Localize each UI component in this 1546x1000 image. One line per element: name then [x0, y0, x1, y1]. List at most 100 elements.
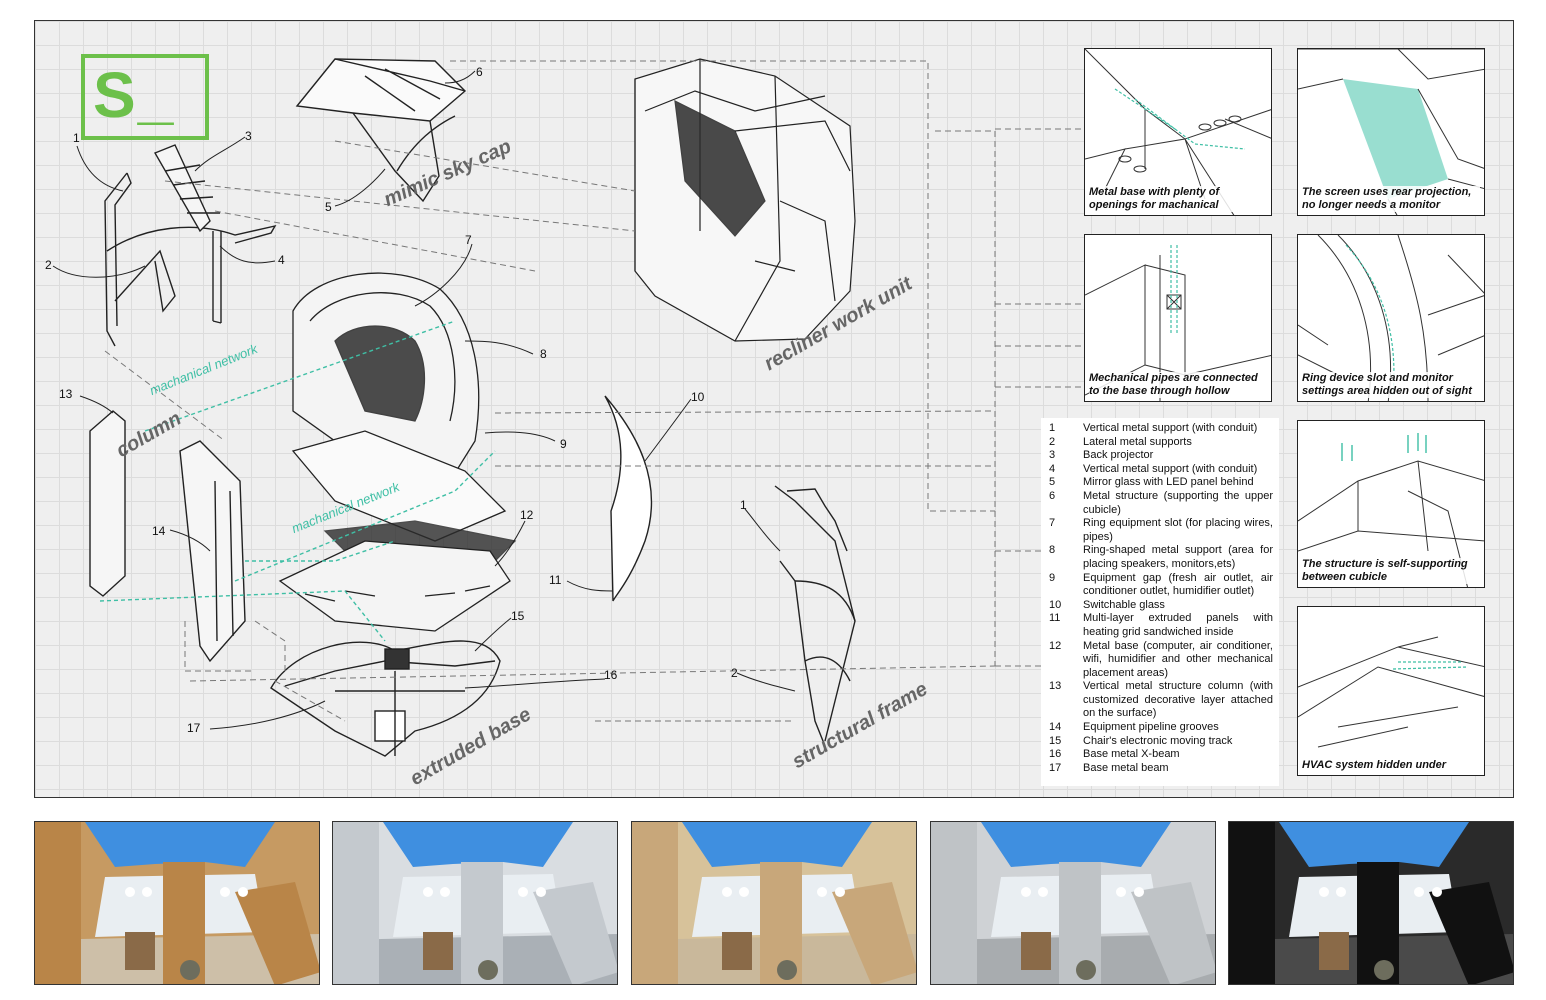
render-left-column — [632, 822, 678, 984]
render-scene — [35, 822, 319, 984]
legend-number: 10 — [1049, 598, 1062, 611]
render-scene — [333, 822, 617, 984]
logo: S_ — [81, 54, 209, 140]
drawing-board: S_ — [34, 20, 1514, 798]
legend-text: Base metal X-beam — [1083, 748, 1180, 761]
render-white — [332, 821, 618, 985]
render-light — [142, 887, 152, 897]
legend-number: 9 — [1049, 571, 1056, 584]
render-light — [423, 887, 433, 897]
render-right-panel — [1131, 882, 1215, 984]
render-scene — [1229, 822, 1513, 984]
legend-row: 11 Multi-layer extruded panels with heati… — [1049, 612, 1279, 639]
callout-2-frame: 2 — [731, 666, 738, 680]
legend-text: Back projector — [1083, 449, 1154, 462]
extruded-base-drawing — [270, 640, 501, 757]
legend-text: Ring-shaped metal support (area for plac… — [1083, 544, 1273, 570]
sky-cap-drawing — [295, 58, 467, 203]
legend-number: 16 — [1049, 748, 1062, 761]
render-light — [835, 887, 845, 897]
render-light — [1021, 887, 1031, 897]
legend-row: 9 Equipment gap (fresh air outlet, air co… — [1049, 572, 1279, 599]
legend-text: Switchable glass — [1083, 598, 1165, 611]
legend-text: Metal base (computer, air conditioner, w… — [1083, 639, 1273, 679]
detail-rear-projection: The screen uses rear projection, no long… — [1297, 48, 1485, 216]
render-plant — [777, 960, 797, 980]
render-chair — [1319, 932, 1349, 970]
render-skylight — [1279, 822, 1469, 867]
render-stone — [631, 821, 917, 985]
render-light — [536, 887, 546, 897]
exploded-axonometric-drawing — [52, 58, 1087, 757]
legend-number: 15 — [1049, 734, 1062, 747]
callout-7: 7 — [465, 233, 472, 247]
render-light — [238, 887, 248, 897]
callout-13: 13 — [59, 387, 73, 401]
callout-8: 8 — [540, 347, 547, 361]
legend-number: 14 — [1049, 721, 1062, 734]
render-plant — [1076, 960, 1096, 980]
detail-hvac: HVAC system hidden under — [1297, 606, 1485, 776]
detail-metal-base-caption: Metal base with plenty of openings for m… — [1089, 186, 1267, 212]
legend-text: Vertical metal structure column (with cu… — [1083, 680, 1273, 720]
detail-metal-base-sketch — [1085, 49, 1271, 215]
legend-row: 15 Chair's electronic moving track — [1049, 735, 1279, 749]
render-scene — [632, 822, 916, 984]
detail-metal-base: Metal base with plenty of openings for m… — [1084, 48, 1272, 216]
legend-number: 1 — [1049, 422, 1056, 434]
callout-10: 10 — [691, 390, 705, 404]
detail-rear-projection-caption: The screen uses rear projection, no long… — [1302, 186, 1480, 212]
detail-ring-slot: Ring device slot and monitor settings ar… — [1297, 234, 1485, 402]
legend-text: Multi-layer extruded panels with heating… — [1083, 612, 1273, 638]
render-wood — [34, 821, 320, 985]
legend-text: Equipment gap (fresh air outlet, air con… — [1083, 571, 1273, 598]
legend-number: 17 — [1049, 761, 1062, 774]
callout-9: 9 — [560, 437, 567, 451]
callout-14: 14 — [152, 524, 166, 538]
legend-text: Vertical metal support (with conduit) — [1083, 422, 1258, 434]
render-light — [125, 887, 135, 897]
render-light — [440, 887, 450, 897]
render-right-panel — [1429, 882, 1513, 984]
callout-12: 12 — [520, 508, 534, 522]
render-light — [739, 887, 749, 897]
render-chair — [125, 932, 155, 970]
render-left-column — [333, 822, 379, 984]
render-right-panel — [832, 882, 916, 984]
callout-17: 17 — [187, 721, 201, 735]
legend-text: Lateral metal supports — [1083, 435, 1192, 448]
legend-text: Chair's electronic moving track — [1083, 734, 1233, 747]
render-light — [220, 887, 230, 897]
render-plant — [180, 960, 200, 980]
recliner-unit-drawing — [634, 58, 856, 342]
legend-row: 16 Base metal X-beam — [1049, 748, 1279, 762]
legend-text: Vertical metal support (with conduit) — [1083, 462, 1258, 475]
render-light — [1116, 887, 1126, 897]
legend-number: 7 — [1049, 517, 1056, 530]
render-right-panel — [533, 882, 617, 984]
legend-number: 11 — [1049, 612, 1061, 625]
render-light — [1038, 887, 1048, 897]
render-chair — [423, 932, 453, 970]
callout-2: 2 — [45, 258, 52, 272]
render-right-panel — [235, 882, 319, 984]
callout-1: 1 — [73, 131, 80, 145]
render-light — [1414, 887, 1424, 897]
structural-frame-drawing — [774, 485, 856, 747]
callout-1-frame: 1 — [740, 498, 747, 512]
callout-3: 3 — [245, 129, 252, 143]
render-light — [817, 887, 827, 897]
legend-row: 13 Vertical metal structure column (with … — [1049, 680, 1279, 721]
detail-mechanical-pipes: Mechanical pipes are connected to the ba… — [1084, 234, 1272, 402]
detail-self-supporting-caption: The structure is self-supporting between… — [1302, 558, 1480, 584]
render-plant — [478, 960, 498, 980]
callout-15: 15 — [511, 609, 525, 623]
legend-number: 13 — [1049, 680, 1062, 693]
